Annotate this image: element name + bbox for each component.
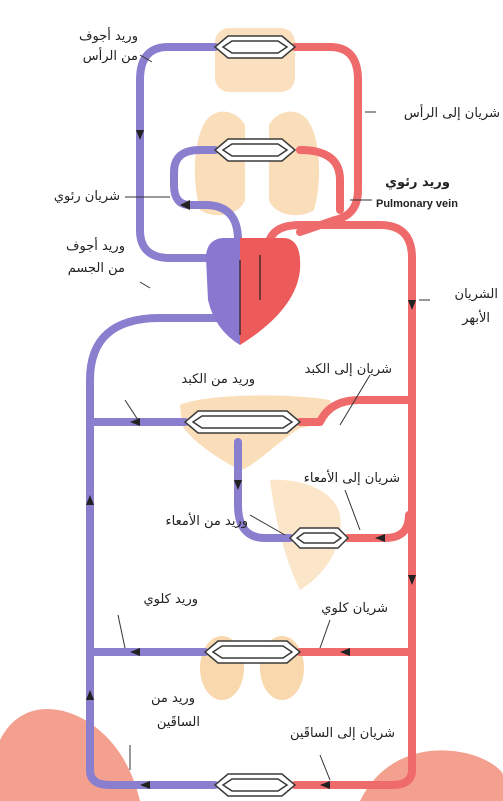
- label-leg-vein-line1: وريد من: [151, 691, 195, 706]
- capillary-kidneys: [205, 641, 300, 663]
- heart: [206, 238, 300, 345]
- label-hepatic-artery: شريان إلى الكبد: [305, 362, 392, 377]
- label-pulmonary-vein-ar: وريد رئوي: [385, 175, 450, 190]
- label-svc-head-line1: وريد أجوف: [79, 27, 138, 44]
- capillary-head: [215, 36, 295, 58]
- label-leg-artery: شريان إلى الساقَين: [290, 726, 395, 741]
- capillary-legs: [215, 774, 295, 796]
- capillary-lungs: [215, 139, 295, 161]
- label-svc-head-line2: من الرأس: [83, 47, 138, 64]
- inferior-vena-cava: [90, 318, 220, 785]
- intestinal-artery-vessel: [348, 515, 409, 538]
- corner-decoration-right: [360, 750, 503, 801]
- label-artery-to-head: شريان إلى الرأس: [404, 104, 500, 121]
- label-hepatic-vein: وريد من الكبد: [181, 372, 255, 387]
- lungs-organ: [195, 112, 319, 216]
- label-ivc-body-line2: من الجسم: [68, 261, 125, 276]
- label-intestinal-artery: شريان إلى الأمعاء: [304, 469, 400, 486]
- label-pulmonary-vein-en: Pulmonary vein: [376, 198, 458, 210]
- capillary-intestine: [290, 528, 348, 548]
- label-aorta-line2: الأبهر: [461, 309, 490, 326]
- label-pulmonary-artery: شريان رئوي: [54, 189, 120, 204]
- capillary-liver: [185, 411, 300, 433]
- label-renal-artery: شريان كلوي: [321, 601, 388, 616]
- label-intestinal-vein: وريد من الأمعاء: [166, 512, 248, 529]
- label-leg-vein-line2: الساقَين: [157, 715, 200, 730]
- heart-right-side: [206, 238, 240, 345]
- label-renal-vein: وريد كلوي: [143, 592, 198, 607]
- label-aorta-line1: الشريان: [455, 287, 498, 302]
- heart-left-side: [240, 238, 300, 345]
- label-ivc-body-line1: وريد أجوف: [66, 237, 125, 254]
